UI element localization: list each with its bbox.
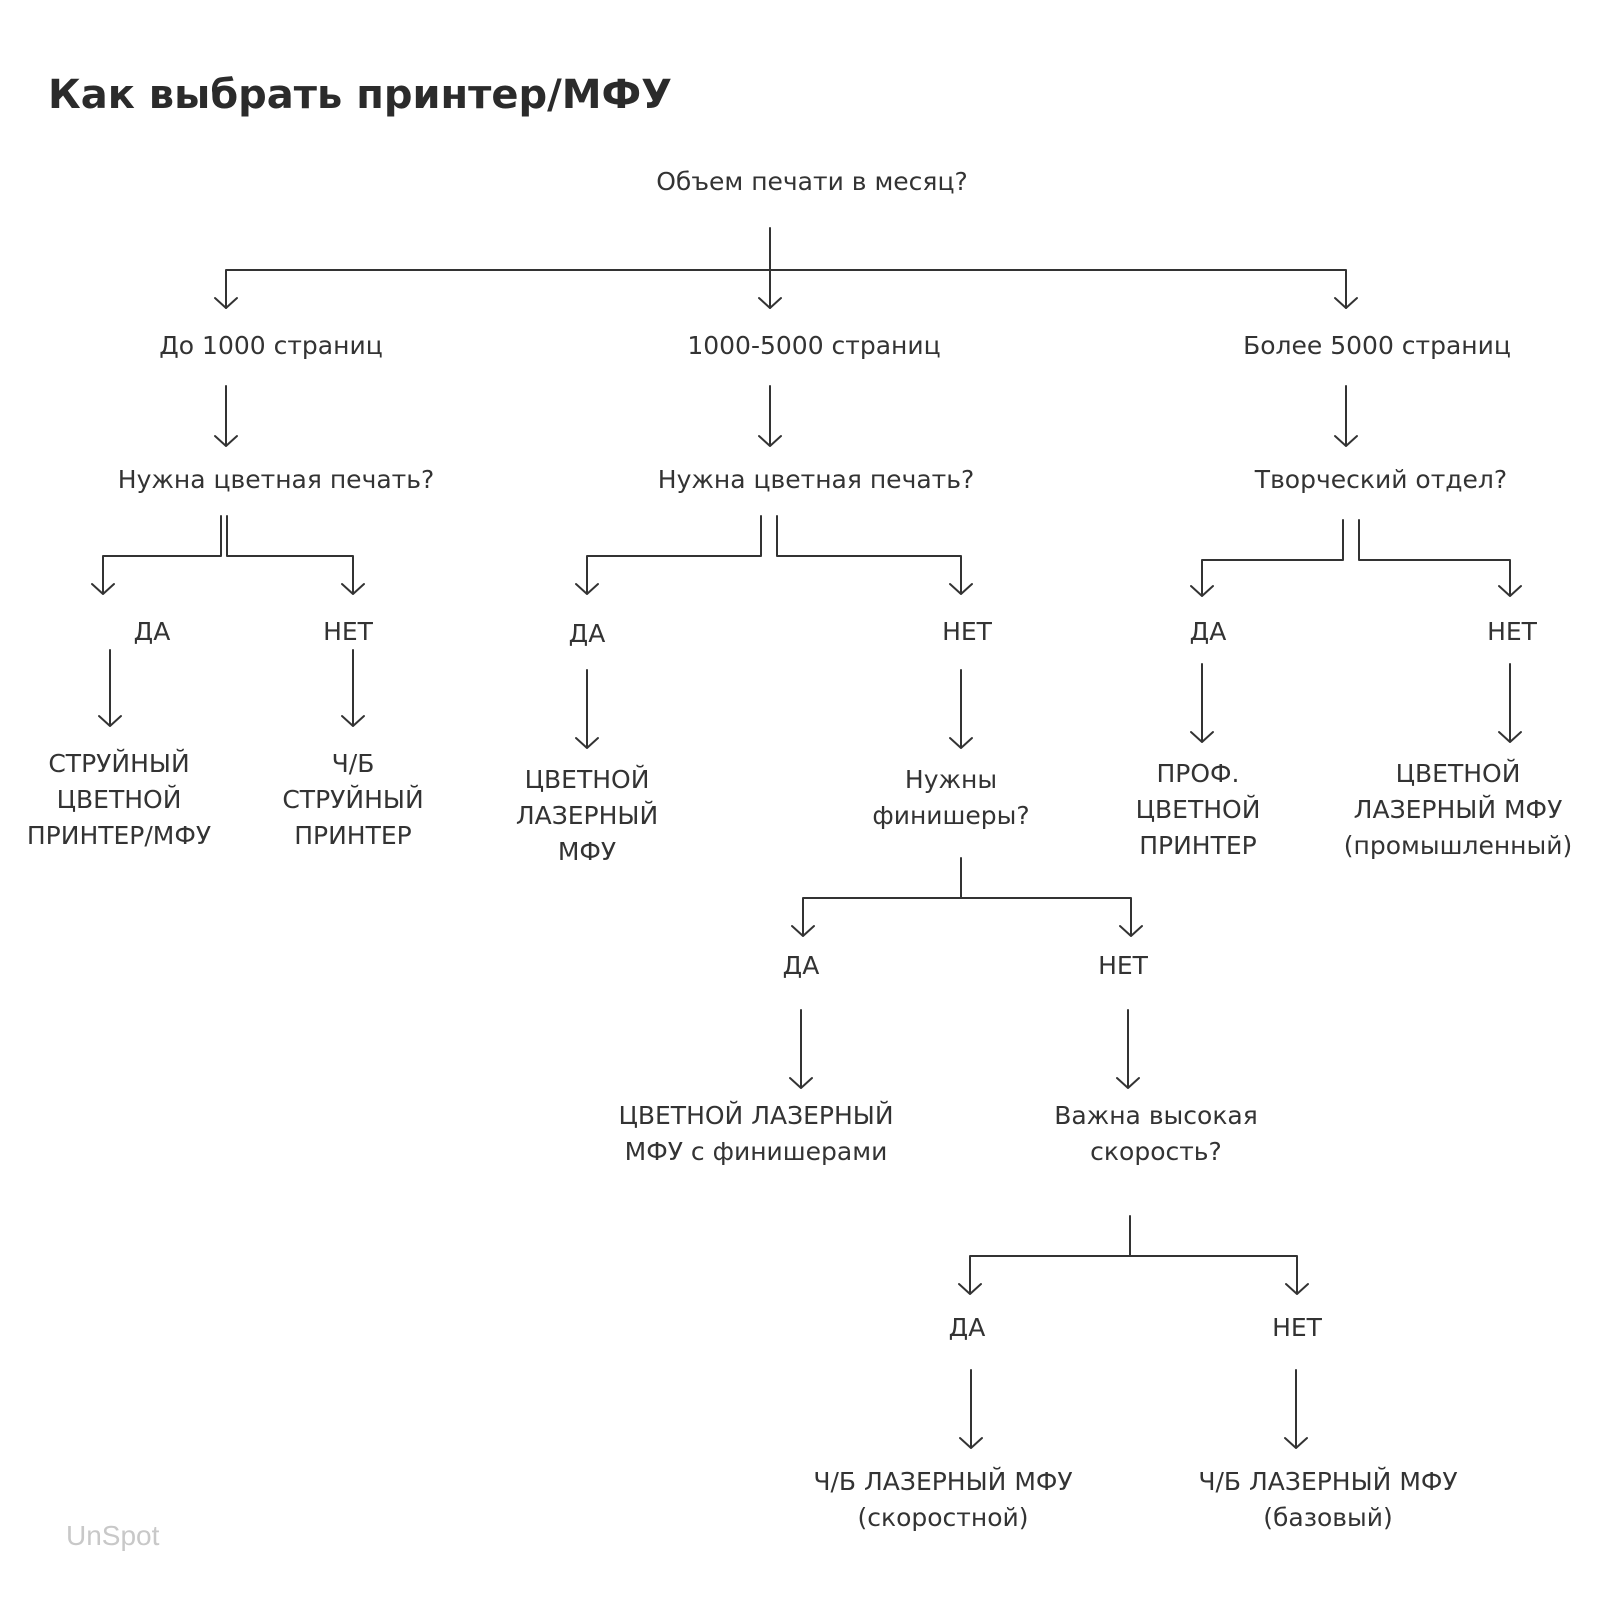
- node-speed-yes: ДА: [948, 1313, 986, 1342]
- arrowhead-vol-low: [214, 297, 238, 309]
- edge-speed-no-res: [1284, 1369, 1308, 1449]
- node-root-question: Объем печати в месяц?: [656, 167, 968, 196]
- node-result-bw-laser-basic: Ч/Б ЛАЗЕРНЫЙ МФУ (базовый): [1198, 1467, 1458, 1532]
- node-high-yes: ДА: [1189, 617, 1227, 646]
- edge-high-split: [1190, 519, 1522, 597]
- edge-low-no-res: [341, 649, 365, 727]
- edge-high-yes-res: [1190, 663, 1214, 743]
- node-mid-no: НЕТ: [942, 617, 992, 646]
- page-title: Как выбрать принтер/МФУ: [48, 72, 673, 118]
- node-result-color-laser-finishers: ЦВЕТНОЙ ЛАЗЕРНЫЙ МФУ с финишерами: [618, 1101, 894, 1166]
- watermark-logo: UnSpot: [66, 1520, 160, 1551]
- node-volume-mid: 1000-5000 страниц: [687, 331, 941, 360]
- node-color-question-low: Нужна цветная печать?: [117, 465, 435, 494]
- node-volume-high: Более 5000 страниц: [1243, 331, 1511, 360]
- node-result-inkjet-color: СТРУЙНЫЙ ЦВЕТНОЙ ПРИНТЕР/МФУ: [26, 749, 212, 850]
- edge-high-no-res: [1498, 663, 1522, 743]
- node-color-question-mid: Нужна цветная печать?: [657, 465, 975, 494]
- edge-fin-split: [791, 857, 1143, 937]
- node-creative-question: Творческий отдел?: [1254, 465, 1508, 494]
- edge-vol-high-q: [1334, 385, 1358, 447]
- node-low-no: НЕТ: [323, 617, 373, 646]
- node-result-inkjet-bw: Ч/Б СТРУЙНЫЙ ПРИНТЕР: [282, 749, 424, 850]
- node-speed-question: Важна высокая скорость?: [1054, 1101, 1258, 1166]
- node-speed-no: НЕТ: [1272, 1313, 1322, 1342]
- edge-vol-mid-q: [758, 385, 782, 447]
- edge-mid-split: [575, 515, 973, 595]
- edge-root-split: [225, 227, 1347, 309]
- edge-fin-no-q: [1116, 1009, 1140, 1089]
- node-mid-yes: ДА: [568, 619, 606, 648]
- node-high-no: НЕТ: [1487, 617, 1537, 646]
- node-result-pro-color-printer: ПРОФ. ЦВЕТНОЙ ПРИНТЕР: [1135, 759, 1261, 860]
- node-finishers-question: Нужны финишеры?: [872, 765, 1030, 830]
- node-result-color-laser-industrial: ЦВЕТНОЙ ЛАЗЕРНЫЙ МФУ (промышленный): [1343, 759, 1573, 860]
- edge-fin-yes-res: [789, 1009, 813, 1089]
- edge-low-split: [91, 515, 365, 595]
- edge-speed-split: [958, 1215, 1309, 1295]
- node-volume-low: До 1000 страниц: [159, 331, 383, 360]
- node-finishers-no: НЕТ: [1098, 951, 1148, 980]
- arrowhead-vol-high: [1334, 297, 1358, 309]
- node-finishers-yes: ДА: [782, 951, 820, 980]
- arrowhead-vol-mid: [758, 297, 782, 309]
- edge-mid-yes-res: [575, 669, 599, 749]
- edge-low-yes-res: [98, 649, 122, 727]
- node-result-bw-laser-fast: Ч/Б ЛАЗЕРНЫЙ МФУ (скоростной): [813, 1467, 1073, 1532]
- edge-vol-low-q: [214, 385, 238, 447]
- edge-speed-yes-res: [959, 1369, 983, 1449]
- edge-mid-no-q: [949, 669, 973, 749]
- node-result-color-laser-mfp: ЦВЕТНОЙ ЛАЗЕРНЫЙ МФУ: [515, 765, 659, 866]
- node-low-yes: ДА: [133, 617, 171, 646]
